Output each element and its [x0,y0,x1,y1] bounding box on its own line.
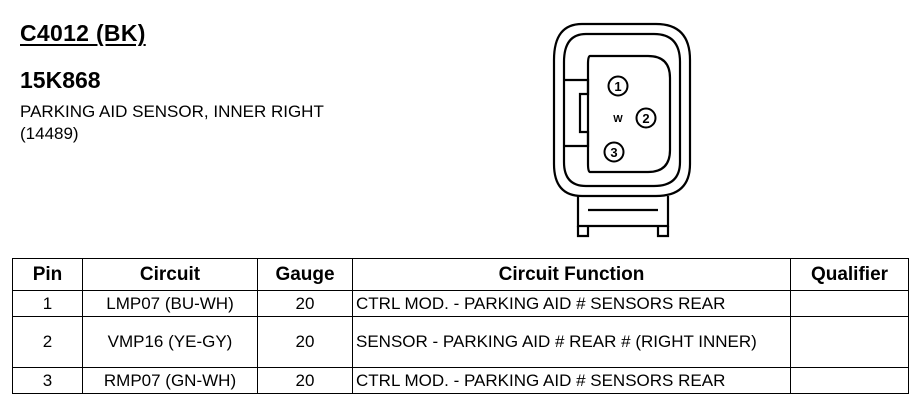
connector-key-mark: W [613,114,623,125]
table-row: 2 VMP16 (YE-GY) 20 SENSOR - PARKING AID … [12,316,909,368]
cell-circuit: LMP07 (BU-WH) [82,290,258,317]
cell-pin: 2 [12,316,83,368]
header-pin: Pin [12,258,83,291]
cell-circuit: VMP16 (YE-GY) [82,316,258,368]
table-row: 1 LMP07 (BU-WH) 20 CTRL MOD. - PARKING A… [12,290,909,317]
header-gauge: Gauge [257,258,353,291]
cell-circuit-function: SENSOR - PARKING AID # REAR # (RIGHT INN… [352,316,791,368]
pin-1-label: 1 [614,79,621,94]
cell-pin: 1 [12,290,83,317]
pinout-table: Pin Circuit Gauge Circuit Function Quali… [12,258,909,394]
cell-circuit: RMP07 (GN-WH) [82,367,258,394]
cell-qualifier [790,290,909,317]
cell-gauge: 20 [257,290,353,317]
cell-qualifier [790,316,909,368]
pin-2-marker [635,107,657,129]
pin-1-marker [607,75,629,97]
cell-pin: 3 [12,367,83,394]
connector-description: PARKING AID SENSOR, INNER RIGHT [20,102,324,121]
cell-gauge: 20 [257,316,353,368]
connector-bottom-lock [576,196,670,228]
connector-outer-shell [552,22,692,198]
pin-2-label: 2 [642,111,649,126]
header-qualifier: Qualifier [790,258,909,291]
connector-face-diagram: 1 2 3 W [552,22,692,238]
cell-gauge: 20 [257,367,353,394]
cell-circuit-function: CTRL MOD. - PARKING AID # SENSORS REAR [352,290,791,317]
connector-id: C4012 (BK) [20,20,146,46]
table-header-row: Pin Circuit Gauge Circuit Function Quali… [12,258,909,291]
header-circuit-function: Circuit Function [352,258,791,291]
connector-latch [564,78,590,148]
pin-3-label: 3 [610,145,617,160]
connector-inner-shell [562,32,682,188]
part-number: 15K868 [20,67,101,93]
pin-3-marker [603,141,625,163]
connector-cavity [586,54,672,174]
connector-description-block: PARKING AID SENSOR, INNER RIGHT (14489) [20,101,324,145]
table-row: 3 RMP07 (GN-WH) 20 CTRL MOD. - PARKING A… [12,367,909,394]
cell-circuit-function: CTRL MOD. - PARKING AID # SENSORS REAR [352,367,791,394]
cell-qualifier [790,367,909,394]
header-circuit: Circuit [82,258,258,291]
connector-reference: (14489) [20,124,79,143]
